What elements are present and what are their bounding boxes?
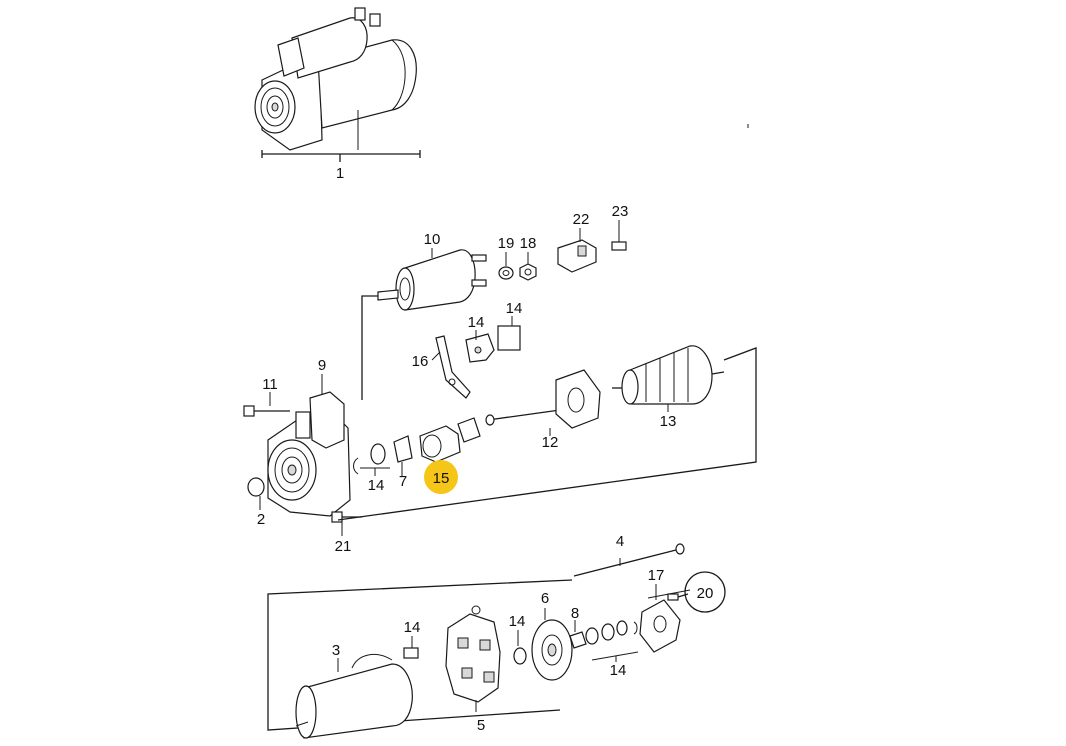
starter-assembly-drawing [254, 7, 421, 162]
callout-7[interactable]: 7 [399, 473, 407, 490]
brush-plate-5 [445, 605, 501, 712]
terminal-connector-22 [557, 239, 597, 273]
callout-11[interactable]: 11 [262, 376, 278, 393]
callout-20[interactable]: 20 [697, 585, 714, 602]
drive-end-housing [267, 391, 351, 517]
callout-14-ring[interactable]: 14 [368, 477, 385, 494]
brush-block-14 [497, 325, 521, 351]
shim-14c [616, 620, 628, 636]
callout-9[interactable]: 9 [318, 357, 326, 374]
screw-20 [667, 593, 689, 601]
clip-14 [633, 621, 638, 635]
callout-2[interactable]: 2 [257, 511, 265, 528]
washer-14 [513, 647, 527, 665]
callout-15[interactable]: 15 [433, 470, 450, 487]
bush-7 [393, 435, 413, 463]
callout-10[interactable]: 10 [424, 231, 441, 248]
end-cover-6 [531, 608, 573, 681]
callout-5[interactable]: 5 [477, 717, 485, 734]
callout-6[interactable]: 6 [541, 590, 549, 607]
shim-14a [585, 627, 599, 645]
callout-14-brush[interactable]: 14 [404, 619, 421, 636]
callout-3[interactable]: 3 [332, 642, 340, 659]
callout-14-shims[interactable]: 14 [610, 662, 627, 679]
callout-19[interactable]: 19 [498, 235, 515, 252]
field-frame-3 [295, 653, 413, 739]
callout-12[interactable]: 12 [542, 434, 559, 451]
armature-13 [612, 345, 725, 412]
brush-14 [403, 647, 419, 659]
callout-23[interactable]: 23 [612, 203, 629, 220]
callout-14-washer[interactable]: 14 [509, 613, 526, 630]
bolt-11 [243, 392, 290, 417]
pinion-drive-15 [419, 417, 481, 470]
ring-14 [370, 443, 386, 465]
callout-13[interactable]: 13 [660, 413, 677, 430]
callout-1[interactable]: 1 [336, 165, 344, 182]
screw-21 [331, 511, 362, 536]
solenoid-switch [377, 249, 487, 311]
bush-8 [569, 631, 587, 649]
circlip-14 [353, 457, 359, 475]
callout-20-circled[interactable]: 20 [684, 571, 726, 613]
callout-18[interactable]: 18 [520, 235, 537, 252]
callout-15-highlight[interactable]: 15 [424, 460, 458, 494]
tie-rod-4 [573, 543, 685, 577]
washer-19 [498, 266, 514, 280]
callout-14-brush-block[interactable]: 14 [506, 300, 523, 317]
callout-4[interactable]: 4 [616, 533, 624, 550]
callout-circle [684, 571, 726, 613]
callout-16[interactable]: 16 [412, 353, 429, 370]
callout-22[interactable]: 22 [573, 211, 590, 228]
callout-8[interactable]: 8 [571, 605, 579, 622]
highlight-circle [424, 460, 458, 494]
callout-14-brush-holder[interactable]: 14 [468, 314, 485, 331]
intermediate-bearing-12 [485, 369, 601, 436]
bush-2 [247, 477, 265, 497]
shim-14b [601, 623, 615, 641]
callout-17[interactable]: 17 [648, 567, 665, 584]
hex-nut-18 [519, 263, 537, 281]
engagement-lever-16 [435, 335, 471, 399]
end-cap-17 [639, 599, 681, 653]
screw-23 [611, 241, 627, 251]
callout-21[interactable]: 21 [335, 538, 352, 555]
